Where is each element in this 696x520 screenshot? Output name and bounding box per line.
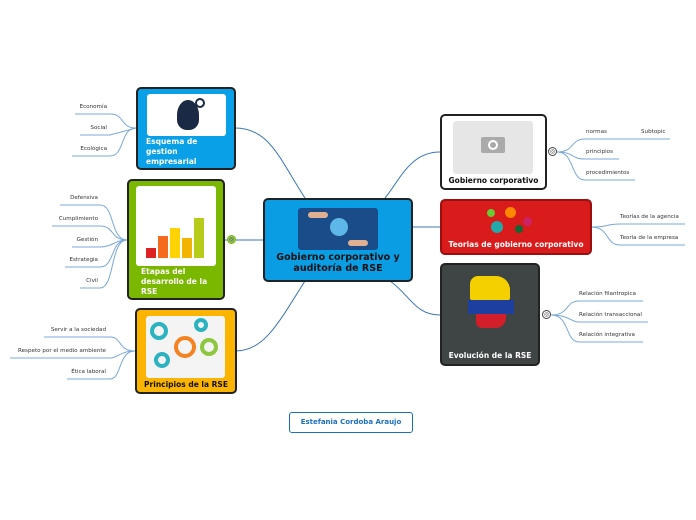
leaf-servir[interactable]: Servir a la sociedad	[50, 327, 106, 333]
leaf-estrategia[interactable]: Estrategia	[69, 257, 98, 263]
leaf-procedimientos[interactable]: procedimientos	[586, 170, 630, 176]
leaf-cumplimiento[interactable]: Cumplimiento	[58, 216, 98, 222]
handshake-globe-image	[298, 208, 378, 250]
leaf-filantropica[interactable]: Relación filantropica	[579, 291, 636, 297]
leaf-respeto[interactable]: Respeto por el medio ambiente	[17, 348, 106, 354]
topic-etapas-desarrollo[interactable]: Etapas del desarrollo de la RSE	[127, 179, 225, 300]
leaf-normas[interactable]: normas	[586, 129, 607, 135]
leaf-civil[interactable]: Civil	[86, 278, 98, 284]
image-placeholder	[453, 121, 533, 174]
leaf-defensiva[interactable]: Defensiva	[70, 195, 98, 201]
collapse-globe-icon[interactable]: ◎	[548, 147, 557, 156]
topic-title: Gobierno corporativo	[448, 176, 539, 185]
colombia-map-image	[462, 270, 520, 340]
central-topic[interactable]: Gobierno corporativo y auditoría de RSE	[263, 198, 413, 282]
topic-gobierno-corporativo[interactable]: Gobierno corporativo	[440, 114, 547, 190]
leaf-subtopic[interactable]: Subtopic	[641, 129, 666, 135]
network-icons-image	[477, 205, 555, 237]
author-label[interactable]: Estefania Cordoba Araujo	[289, 412, 413, 433]
leaf-gestion[interactable]: Gestión	[76, 237, 98, 243]
central-topic-title: Gobierno corporativo y auditoría de RSE	[276, 252, 400, 274]
leaf-teoria-empresa[interactable]: Teoría de la empresa	[620, 235, 679, 241]
leaf-etica[interactable]: Ética laboral	[71, 369, 106, 375]
leaf-principios[interactable]: principios	[586, 149, 614, 155]
topic-title: Principios de la RSE	[144, 380, 228, 389]
topic-esquema-gestion[interactable]: Esquema de gestion empresarial	[136, 87, 236, 170]
leaf-social[interactable]: Social	[90, 125, 107, 131]
topic-principios-rse[interactable]: Principios de la RSE	[135, 308, 237, 394]
topic-evolucion-rse[interactable]: Evolución de la RSE	[440, 263, 540, 366]
leaf-integrativa[interactable]: Relación integrativa	[579, 332, 635, 338]
topic-teorias-gobierno[interactable]: Teorias de gobierno corporativo	[440, 199, 592, 255]
business-gears-image	[147, 94, 226, 136]
topic-title: Esquema de gestion empresarial	[146, 137, 198, 166]
topic-title: Etapas del desarrollo de la RSE	[141, 267, 208, 296]
collapse-globe-icon[interactable]: ◎	[542, 310, 551, 319]
leaf-ecologica[interactable]: Ecológica	[80, 146, 107, 152]
leaf-economia[interactable]: Economía	[79, 104, 107, 110]
leaf-transaccional[interactable]: Relación transaccional	[579, 312, 642, 318]
leaf-teoria-agencia[interactable]: Teorías de la agencia	[620, 214, 679, 220]
gears-image	[146, 316, 225, 378]
topic-title: Teorias de gobierno corporativo	[448, 240, 584, 249]
stairs-people-image	[136, 186, 216, 266]
collapse-globe-icon[interactable]: ◎	[227, 235, 236, 244]
topic-title: Evolución de la RSE	[448, 351, 532, 360]
